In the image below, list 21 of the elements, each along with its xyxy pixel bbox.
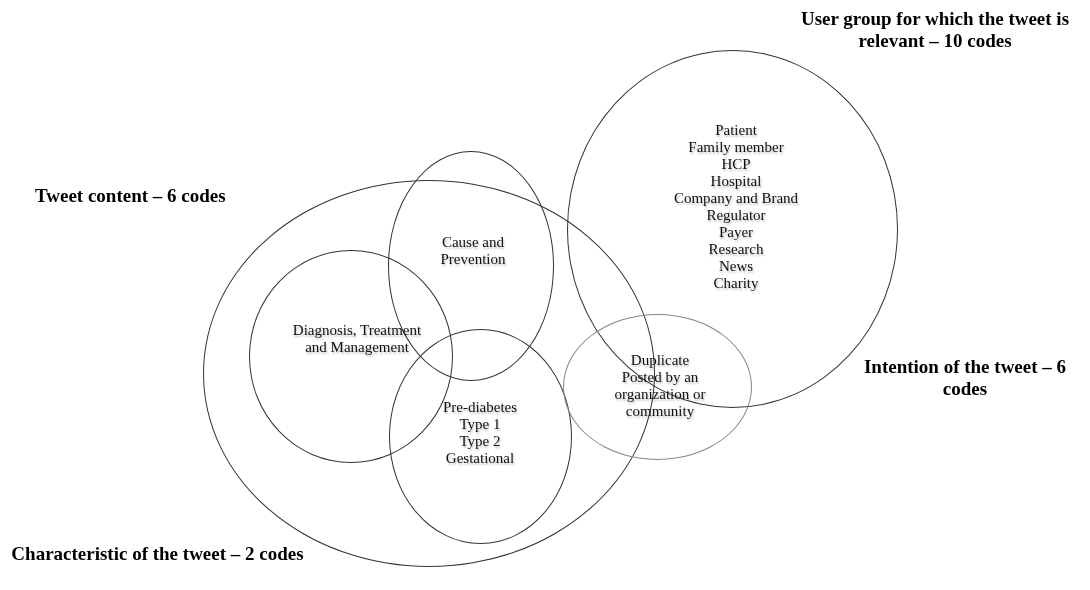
code-label: Type 2 bbox=[458, 433, 502, 450]
code-label: Patient bbox=[714, 122, 758, 139]
code-label: Company and Brand bbox=[672, 190, 800, 207]
code-label: Payer bbox=[717, 224, 755, 241]
code-label: Regulator bbox=[705, 207, 767, 224]
code-label: Pre-diabetes bbox=[441, 399, 519, 416]
code-label: Gestational bbox=[444, 450, 516, 467]
group-heading: Intention of the tweet – 6 codes bbox=[862, 356, 1068, 400]
code-label: Hospital bbox=[709, 173, 763, 190]
group-heading: Characteristic of the tweet – 2 codes bbox=[10, 543, 305, 565]
code-label: HCP bbox=[720, 156, 752, 173]
group-heading: Tweet content – 6 codes bbox=[35, 185, 227, 207]
code-label: Diagnosis, Treatment and Management bbox=[292, 322, 422, 356]
code-label: Research bbox=[707, 241, 765, 258]
group-heading: User group for which the tweet is relevant – 10 codes bbox=[799, 8, 1071, 52]
code-label: Cause and Prevention bbox=[439, 234, 507, 268]
code-label: Family member bbox=[687, 139, 785, 156]
code-label: News bbox=[717, 258, 755, 275]
code-label: Duplicate bbox=[629, 352, 691, 369]
code-label: Type 1 bbox=[458, 416, 502, 433]
code-label: Charity bbox=[712, 275, 760, 292]
